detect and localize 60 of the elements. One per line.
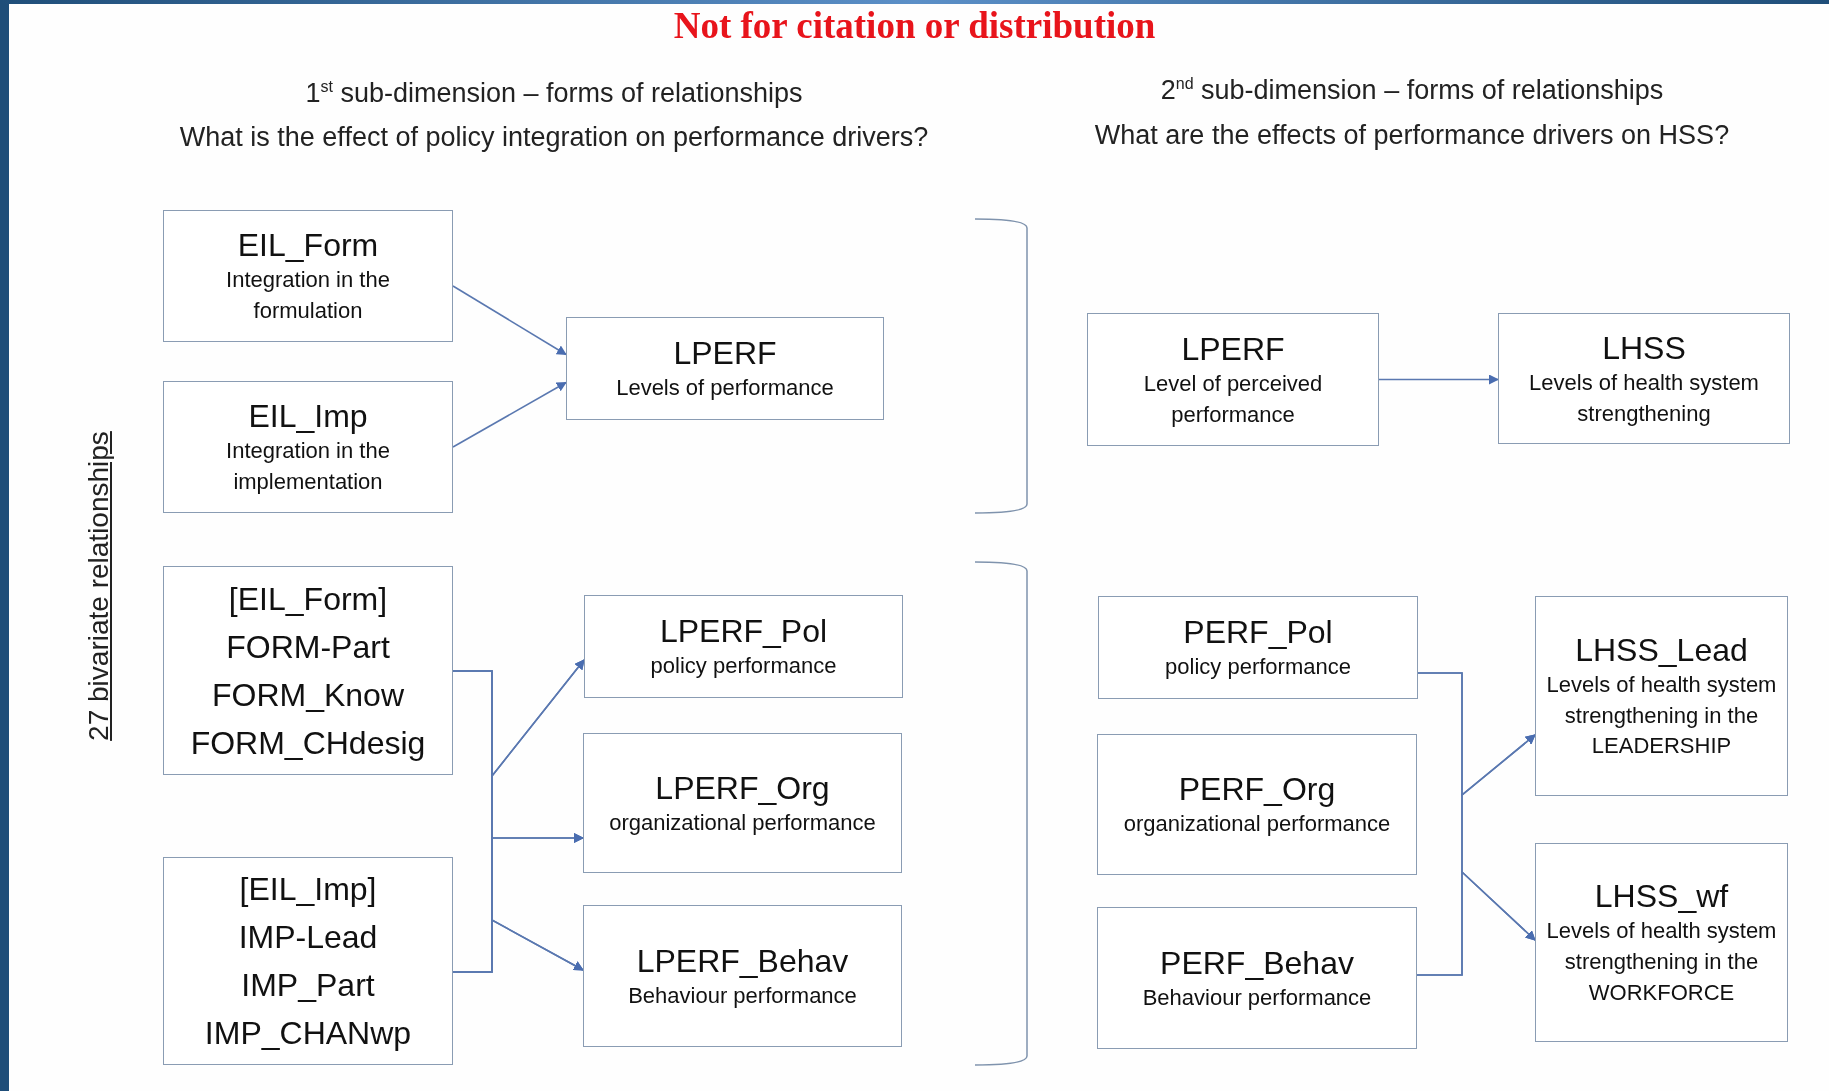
concept-box bbox=[1535, 596, 1788, 796]
arrow bbox=[452, 285, 567, 356]
concept-box bbox=[1087, 313, 1379, 446]
box-title: LPERF_Pol bbox=[659, 612, 828, 652]
box-title: [EIL_Imp] bbox=[239, 870, 377, 909]
concept-box bbox=[163, 381, 453, 513]
box-title: IMP_CHANwp bbox=[204, 1014, 412, 1053]
arrow bbox=[452, 381, 567, 448]
concept-box bbox=[163, 566, 453, 775]
box-title: EIL_Imp bbox=[248, 397, 368, 437]
box-description: Levels of health system strengthening in the WORKFORCE bbox=[1546, 917, 1777, 1007]
column-question: What are the effects of performance drivers on HSS? bbox=[1093, 120, 1731, 151]
concept-box bbox=[1098, 596, 1418, 699]
concept-box bbox=[1498, 313, 1790, 444]
box-description: Integration in the formulation bbox=[225, 266, 391, 325]
box-description: Integration in the implementation bbox=[225, 437, 391, 496]
box-description: policy performance bbox=[1165, 653, 1351, 682]
box-title: FORM_Know bbox=[211, 675, 404, 715]
box-title: LPERF_Org bbox=[655, 768, 830, 808]
concept-box bbox=[163, 210, 453, 342]
arrow bbox=[1378, 374, 1499, 385]
box-title: [EIL_Form] bbox=[228, 579, 388, 619]
concept-box bbox=[1535, 843, 1788, 1042]
column-heading: 2$^{nd}$ sub-dimension – forms of relationships bbox=[1159, 75, 1665, 106]
box-title: LHSS_Lead bbox=[1575, 630, 1748, 670]
box-description: Levels of health system strengthening bbox=[1528, 368, 1760, 428]
box-title: LHSS bbox=[1602, 328, 1686, 368]
box-title: LPERF_Behav bbox=[636, 941, 849, 981]
box-title: FORM-Part bbox=[226, 627, 390, 667]
box-description: organizational performance bbox=[1123, 810, 1391, 839]
box-title: FORM_CHdesig bbox=[190, 723, 426, 763]
concept-box bbox=[584, 595, 903, 698]
concept-box bbox=[583, 905, 902, 1047]
box-description: Levels of performance bbox=[616, 374, 834, 403]
concept-box bbox=[583, 733, 902, 873]
box-title: PERF_Pol bbox=[1183, 613, 1333, 653]
box-title: LPERF bbox=[1181, 329, 1285, 369]
box-description: organizational performance bbox=[609, 808, 876, 837]
box-description: policy performance bbox=[650, 652, 837, 681]
box-title: PERF_Behav bbox=[1160, 943, 1354, 983]
box-description: Level of perceived performance bbox=[1142, 369, 1324, 429]
box-title: LHSS_wf bbox=[1594, 877, 1729, 917]
arrow bbox=[452, 918, 584, 973]
side-label: 27 bivariate relationships bbox=[83, 431, 115, 741]
box-title: PERF_Org bbox=[1178, 770, 1336, 810]
concept-box bbox=[1097, 734, 1417, 875]
column-heading: 1$^{st}$ sub-dimension – forms of relationships bbox=[304, 78, 804, 109]
concept-box bbox=[163, 857, 453, 1065]
box-description: Behaviour performance bbox=[628, 981, 857, 1010]
box-description: Levels of health system strengthening in the LEADERSHIP bbox=[1546, 670, 1777, 761]
box-title: IMP_Part bbox=[241, 966, 375, 1005]
column-question: What is the effect of policy integration on performance drivers? bbox=[178, 122, 930, 153]
concept-box bbox=[566, 317, 884, 420]
concept-box bbox=[1097, 907, 1417, 1049]
box-title: LPERF bbox=[673, 334, 777, 374]
box-title: IMP-Lead bbox=[238, 918, 378, 957]
arrow bbox=[1416, 870, 1536, 976]
notice-text: Not for citation or distribution bbox=[672, 4, 1157, 47]
box-title: EIL_Form bbox=[237, 226, 379, 266]
box-description: Behaviour performance bbox=[1142, 983, 1372, 1012]
